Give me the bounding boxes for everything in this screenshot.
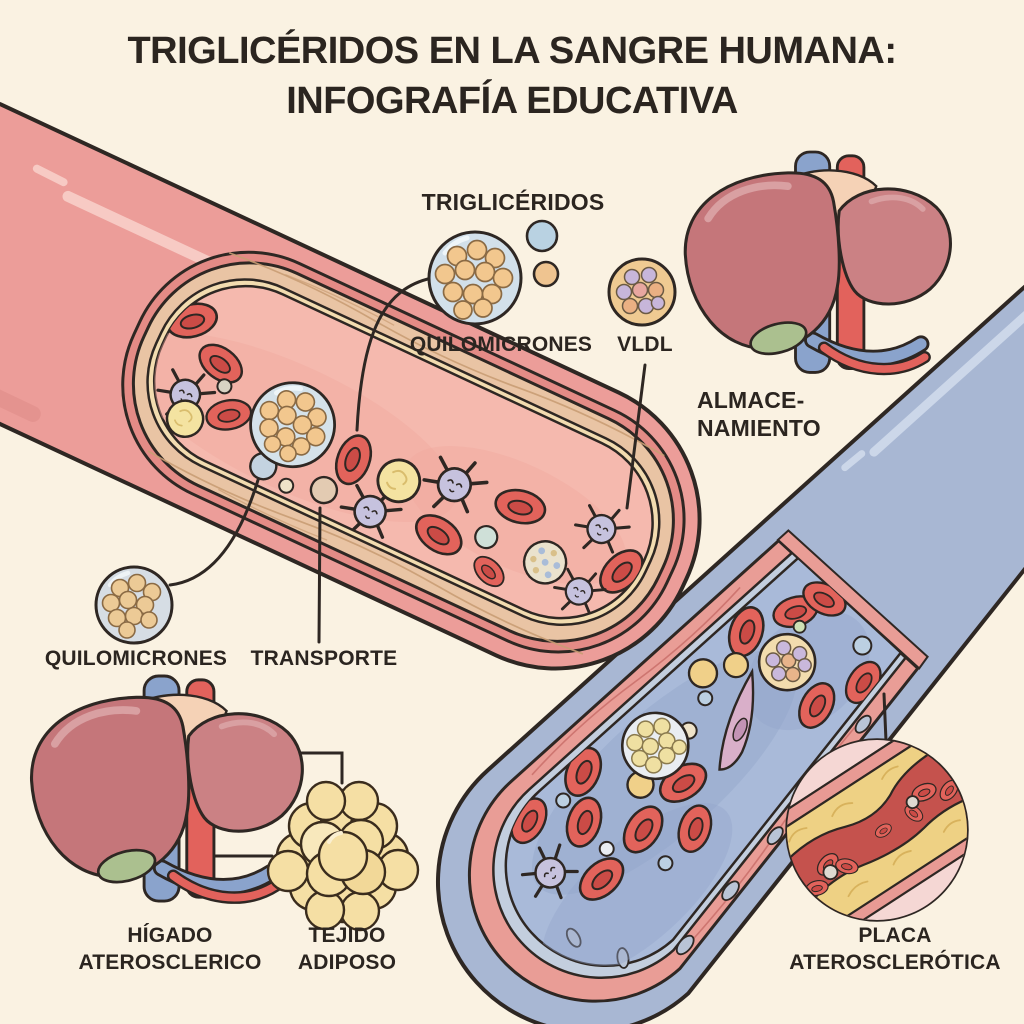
label-adipose-line1: TEJIDO bbox=[308, 924, 386, 947]
vldl-detail bbox=[607, 257, 677, 327]
triglyceride-droplet-blue bbox=[525, 219, 559, 253]
label-triglycerides: TRIGLICÉRIDOS bbox=[421, 189, 605, 215]
liver-storage-illustration bbox=[685, 152, 950, 372]
page-title-line1: TRIGLICÉRIDOS EN LA SANGRE HUMANA: bbox=[127, 30, 897, 72]
chylomicron-detail-bottom bbox=[94, 565, 174, 645]
label-plaque-line1: PLACA bbox=[858, 924, 932, 947]
chylomicrons-bottom-callout-line bbox=[168, 478, 260, 587]
chylomicron-in-artery bbox=[249, 381, 336, 469]
transport-callout-line bbox=[317, 506, 322, 644]
label-chylomicrons-top: QUILOMICRONES bbox=[409, 333, 593, 356]
plaque-rbc-cells bbox=[803, 776, 963, 899]
speckled-lipoprotein bbox=[522, 540, 568, 585]
label-liver-line1: HÍGADO bbox=[127, 924, 213, 947]
vldl-callout-line bbox=[625, 363, 647, 510]
spindle-cell bbox=[718, 667, 755, 771]
label-adipose: TEJIDO ADIPOSO bbox=[298, 922, 396, 976]
label-adipose-line2: ADIPOSO bbox=[297, 951, 397, 974]
label-plaque-line2: ATEROSCLERÓTICA bbox=[789, 951, 1001, 974]
label-liver: HÍGADO ATEROSCLERICO bbox=[78, 922, 261, 976]
label-plaque: PLACA ATEROSCLERÓTICA bbox=[789, 922, 1000, 976]
page-title-line2: INFOGRAFÍA EDUCATIVA bbox=[286, 80, 738, 122]
label-storage: ALMACE- NAMIENTO bbox=[697, 386, 821, 442]
label-storage-line1: ALMACE- bbox=[697, 387, 805, 413]
callout-lines bbox=[168, 276, 888, 858]
pink-artery-cutaway-illustration bbox=[0, 89, 702, 671]
liver-atherosclerotic-illustration bbox=[32, 676, 303, 901]
label-transport: TRANSPORTE bbox=[250, 647, 398, 670]
atherosclerotic-plaque-magnifier bbox=[785, 738, 969, 922]
plaque-callout-line bbox=[882, 692, 888, 743]
triglycerides-callout-line bbox=[355, 276, 434, 432]
triglyceride-droplet-orange bbox=[532, 260, 560, 288]
adipose-tissue-illustration bbox=[266, 780, 420, 932]
blue-vein-cutaway-illustration bbox=[436, 252, 1024, 1024]
page-title: TRIGLICÉRIDOS EN LA SANGRE HUMANA: INFOG… bbox=[0, 26, 1024, 126]
vldl-in-vein bbox=[757, 632, 817, 692]
chylomicron-detail-top bbox=[427, 230, 523, 326]
label-storage-line2: NAMIENTO bbox=[697, 415, 821, 441]
label-chylomicrons-bottom: QUILOMICRONES bbox=[44, 647, 228, 670]
label-vldl: VLDL bbox=[617, 333, 673, 356]
chylomicron-in-vein bbox=[620, 711, 690, 781]
label-liver-line2: ATEROSCLERICO bbox=[78, 951, 262, 974]
